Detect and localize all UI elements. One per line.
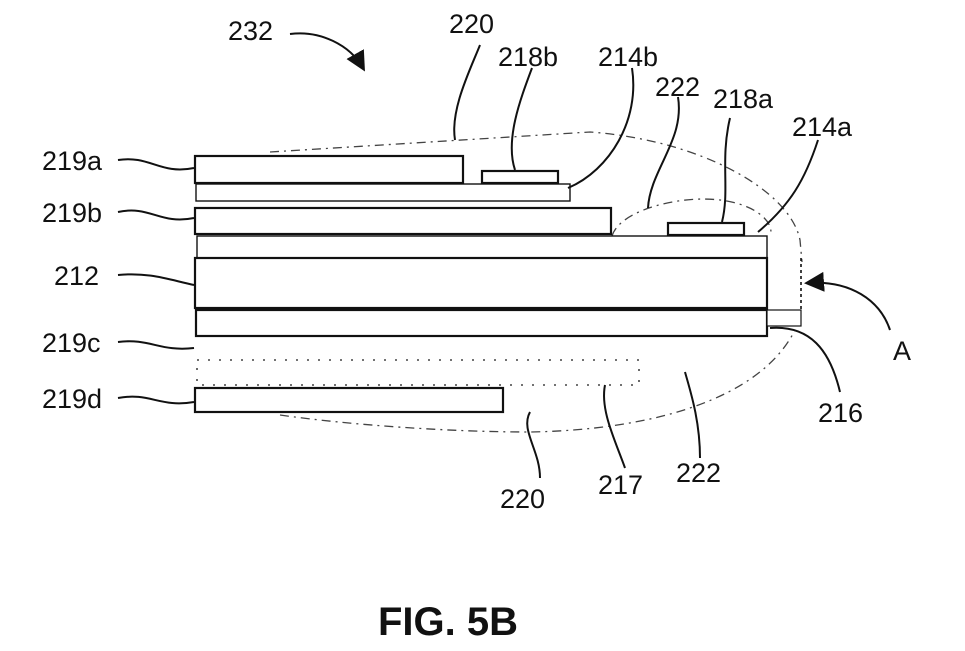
chip-218a: [668, 223, 744, 235]
lead-222-top: [648, 97, 679, 208]
label-216: 216: [818, 398, 863, 428]
label-219c: 219c: [42, 328, 101, 358]
edge-216: [767, 310, 801, 326]
trace-214b: [196, 184, 570, 201]
label-217: 217: [598, 470, 643, 500]
lead-220-top: [454, 45, 480, 140]
lead-219a: [118, 159, 194, 169]
label-A: A: [893, 336, 911, 366]
lead-222-bottom: [685, 372, 700, 458]
core-212: [195, 258, 767, 308]
label-214b: 214b: [598, 42, 658, 72]
layer-219b: [195, 208, 611, 234]
label-222-bottom: 222: [676, 458, 721, 488]
lead-219d: [118, 397, 194, 404]
chip-218b: [482, 171, 558, 183]
label-219b: 219b: [42, 198, 102, 228]
label-212: 212: [54, 261, 99, 291]
label-214a: 214a: [792, 112, 853, 142]
lead-219b: [118, 210, 194, 219]
label-219d: 219d: [42, 384, 102, 414]
trace-214a: [197, 236, 767, 258]
arrow-232: [290, 33, 363, 68]
lead-217: [604, 385, 625, 468]
layer-219c: [196, 310, 767, 336]
label-218a: 218a: [713, 84, 774, 114]
label-232: 232: [228, 16, 273, 46]
lead-216: [770, 328, 840, 392]
lead-214a: [758, 140, 818, 232]
lead-214b: [568, 68, 633, 188]
lead-220-bottom: [527, 412, 540, 478]
encapsulation-outline-bottom: [280, 330, 795, 432]
layer-219d: [195, 388, 503, 412]
dashed-layer-217: [197, 360, 639, 385]
arrow-A: [808, 283, 890, 330]
figure-caption: FIG. 5B: [378, 600, 518, 644]
layer-219a: [195, 156, 463, 183]
label-218b: 218b: [498, 42, 558, 72]
lead-212: [118, 274, 194, 285]
lead-219c: [118, 341, 194, 348]
label-220-bottom: 220: [500, 484, 545, 514]
lead-218b: [512, 68, 532, 170]
lead-218a: [722, 118, 730, 222]
label-219a: 219a: [42, 146, 103, 176]
label-222-top: 222: [655, 72, 700, 102]
label-220-top: 220: [449, 9, 494, 39]
